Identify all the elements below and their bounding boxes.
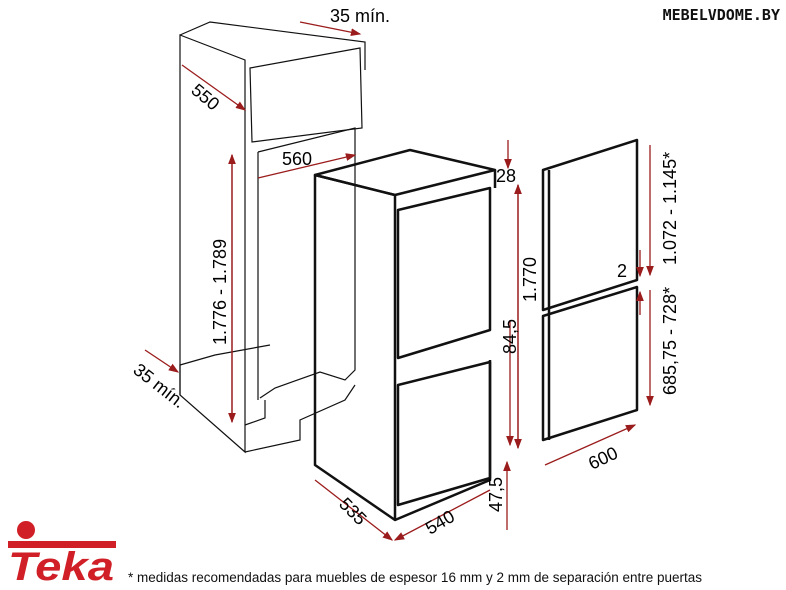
dim-appliance-height: 1.770 xyxy=(520,257,540,302)
door-panels-drawing xyxy=(541,138,639,442)
dim-door-width: 600 xyxy=(585,443,621,474)
logo-dot xyxy=(17,521,35,539)
brand-name: Teka xyxy=(8,545,114,589)
footnote: * medidas recomendadas para muebles de e… xyxy=(128,570,703,585)
teka-logo: Teka xyxy=(8,521,116,589)
cabinet-drawing xyxy=(179,21,366,454)
appliance-drawing xyxy=(313,148,497,522)
dim-top-gap: 35 mín. xyxy=(330,6,390,26)
logo-bar xyxy=(8,541,116,548)
dim-niche-width: 560 xyxy=(282,149,312,169)
dim-top-offset: 28 xyxy=(496,166,516,186)
dim-bottom-offset: 47,5 xyxy=(486,477,506,512)
dimension-lines xyxy=(144,21,654,541)
dim-appliance-width: 540 xyxy=(422,506,458,538)
dim-door-gap-height: 84,5 xyxy=(500,319,520,354)
dim-niche-height: 1.776 - 1.789 xyxy=(210,239,230,345)
dim-upper-door-height: 1.072 - 1.145* xyxy=(660,152,680,265)
dim-cabinet-depth: 550 xyxy=(187,80,223,115)
dim-door-separation: 2 xyxy=(617,261,627,281)
dim-lower-door-height: 685,75 - 728* xyxy=(660,287,680,395)
watermark: MEBELVDOME.BY xyxy=(662,6,780,24)
